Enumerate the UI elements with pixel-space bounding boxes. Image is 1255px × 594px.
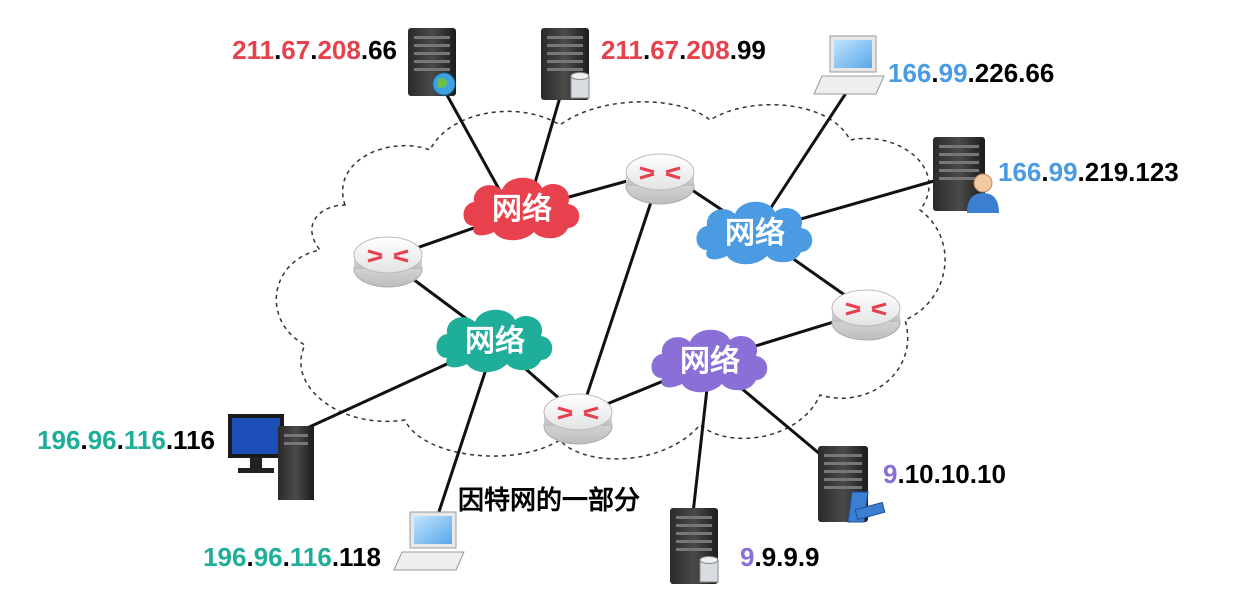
ip-segment: 67 [650,35,679,65]
ip-segment: .99 [730,35,766,65]
network-label: 网络 [725,216,785,251]
server-database-icon [541,28,590,100]
ip-segment: .116 [166,425,215,455]
ip-segment: . [80,425,87,455]
server-user-icon [933,137,999,213]
router-icon [353,236,423,288]
ip-segment: .9.9.9 [754,542,819,572]
router-icon [543,393,613,445]
ip-address-label: 196.96.116.118 [203,542,381,572]
ip-segment: 116 [290,542,332,572]
ip-segment: 211 [232,35,274,65]
ip-segment: 96 [88,425,117,455]
ip-segment: 116 [124,425,166,455]
ip-segment: 208 [317,35,360,65]
ip-segment: .219.123 [1078,157,1179,187]
router-icon [831,289,901,341]
ip-segment: . [679,35,686,65]
ip-segment: 9 [740,542,754,572]
ip-segment: 9 [883,459,897,489]
router-icon [625,153,695,205]
ip-segment: 196 [203,542,246,572]
network-cloud: 网络 [696,201,813,265]
link [426,341,497,546]
desktop-computer-icon [228,414,314,500]
server-film-icon [818,446,886,523]
internet-boundary [275,101,946,460]
ip-segment: .66 [361,35,397,65]
server-database-icon [670,508,719,584]
server-globe-icon [408,28,456,96]
ip-segment: . [246,542,253,572]
ip-segment: 99 [939,58,968,88]
ip-address-label: 211.67.208.66 [232,35,397,65]
laptop-icon [813,35,885,95]
ip-segment: . [117,425,124,455]
ip-address-label: 196.96.116.116 [37,425,215,455]
laptop-icon [393,511,465,571]
ip-segment: 96 [254,542,283,572]
network-cloud: 网络 [436,309,553,373]
ip-segment: . [283,542,290,572]
network-cloud: 网络 [463,177,580,241]
link [580,174,662,411]
diagram-caption: 因特网的一部分 [458,485,640,516]
ip-segment: .118 [332,542,381,572]
ip-segment: 196 [37,425,80,455]
network-label: 网络 [680,344,740,379]
ip-address-label: 9.10.10.10 [883,459,1006,489]
network-label: 网络 [492,192,552,227]
network-label: 网络 [465,324,525,359]
ip-address-label: 211.67.208.99 [601,35,766,65]
ip-address-label: 166.99.219.123 [998,157,1179,187]
ip-segment: . [931,58,938,88]
ip-segment: .226.66 [968,58,1055,88]
network-cloud: 网络 [651,329,768,393]
ip-address-label: 9.9.9.9 [740,542,820,572]
ip-segment: 166 [998,157,1041,187]
ip-address-label: 166.99.226.66 [888,58,1054,88]
ip-segment: . [310,35,317,65]
ip-segment: .10.10.10 [897,459,1005,489]
ip-segment: . [643,35,650,65]
ip-segment: 166 [888,58,931,88]
ip-segment: . [274,35,281,65]
ip-segment: 67 [281,35,310,65]
ip-segment: . [1041,157,1048,187]
ip-segment: 208 [686,35,729,65]
ip-segment: 211 [601,35,643,65]
ip-segment: 99 [1049,157,1078,187]
